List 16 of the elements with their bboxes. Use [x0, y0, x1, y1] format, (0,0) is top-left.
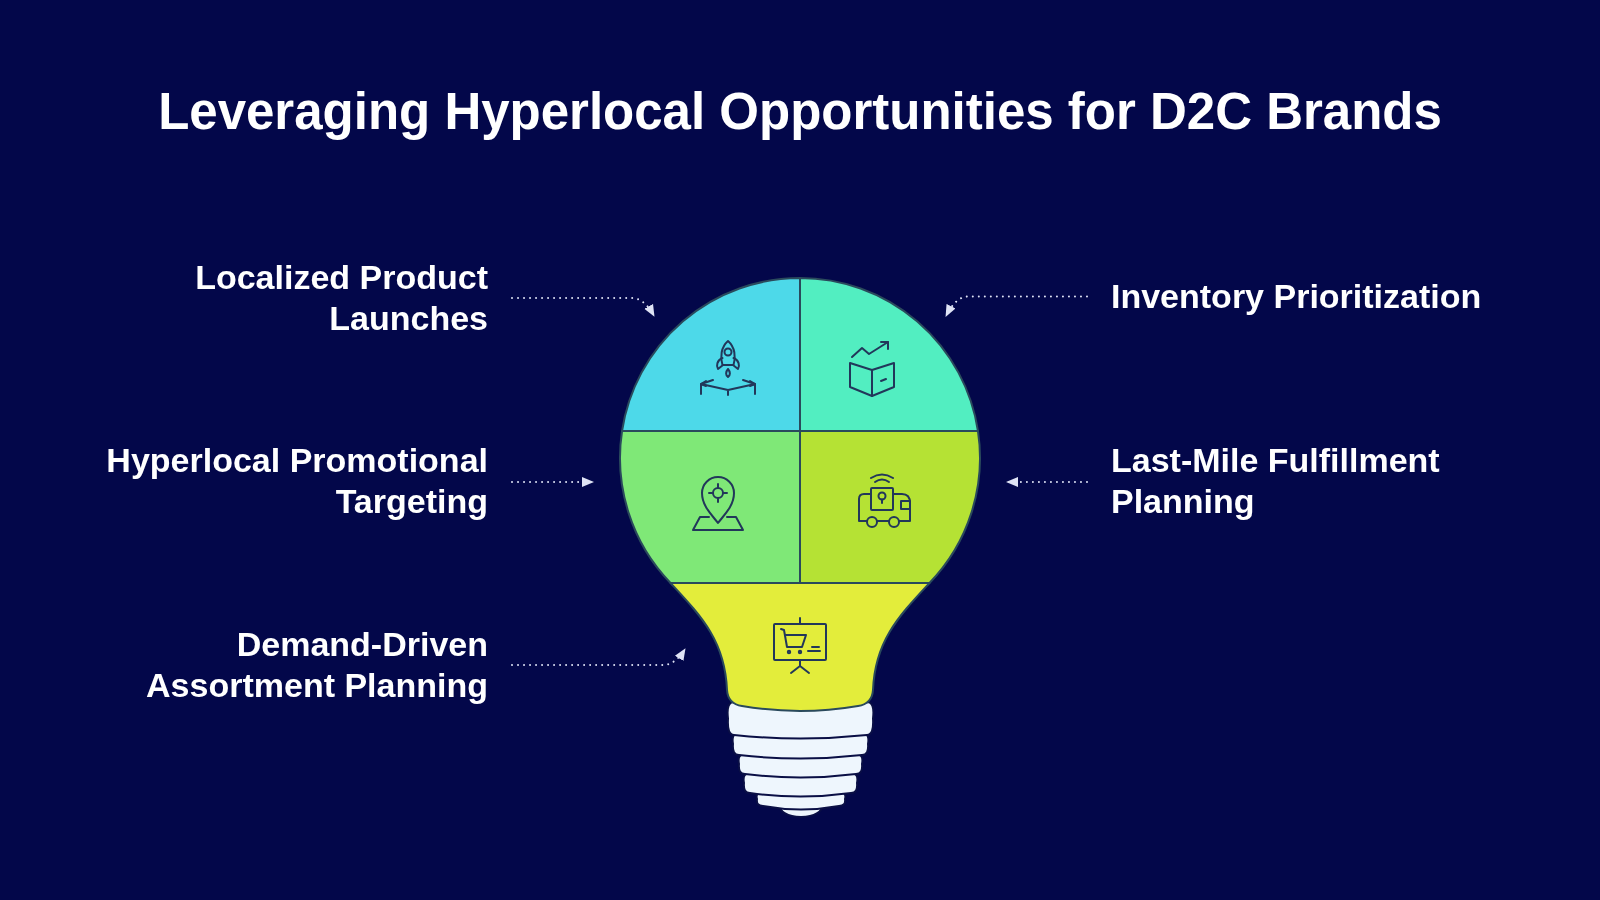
dotted-arrow — [511, 477, 594, 487]
bulb-segment — [670, 583, 930, 714]
dotted-arrow — [945, 295, 1088, 317]
dotted-arrow — [511, 648, 686, 666]
bulb-segment — [620, 431, 800, 583]
bulb-segment — [622, 278, 800, 431]
label-text: Localized Product Launches — [194, 257, 488, 339]
bulb-segment — [800, 278, 978, 431]
dotted-arrow — [1006, 477, 1088, 487]
bulb-segment — [800, 431, 980, 583]
label-text: Demand-Driven Assortment Planning — [145, 624, 488, 706]
label-text: Hyperlocal Promotional Targeting — [105, 440, 488, 522]
label-text: Inventory Prioritization — [1111, 276, 1483, 317]
diagram-title: Leveraging Hyperlocal Opportunities for D2C Brands — [158, 82, 1442, 142]
dotted-arrow — [511, 297, 655, 317]
label-text: Last-Mile Fulfillment Planning — [1111, 440, 1441, 522]
